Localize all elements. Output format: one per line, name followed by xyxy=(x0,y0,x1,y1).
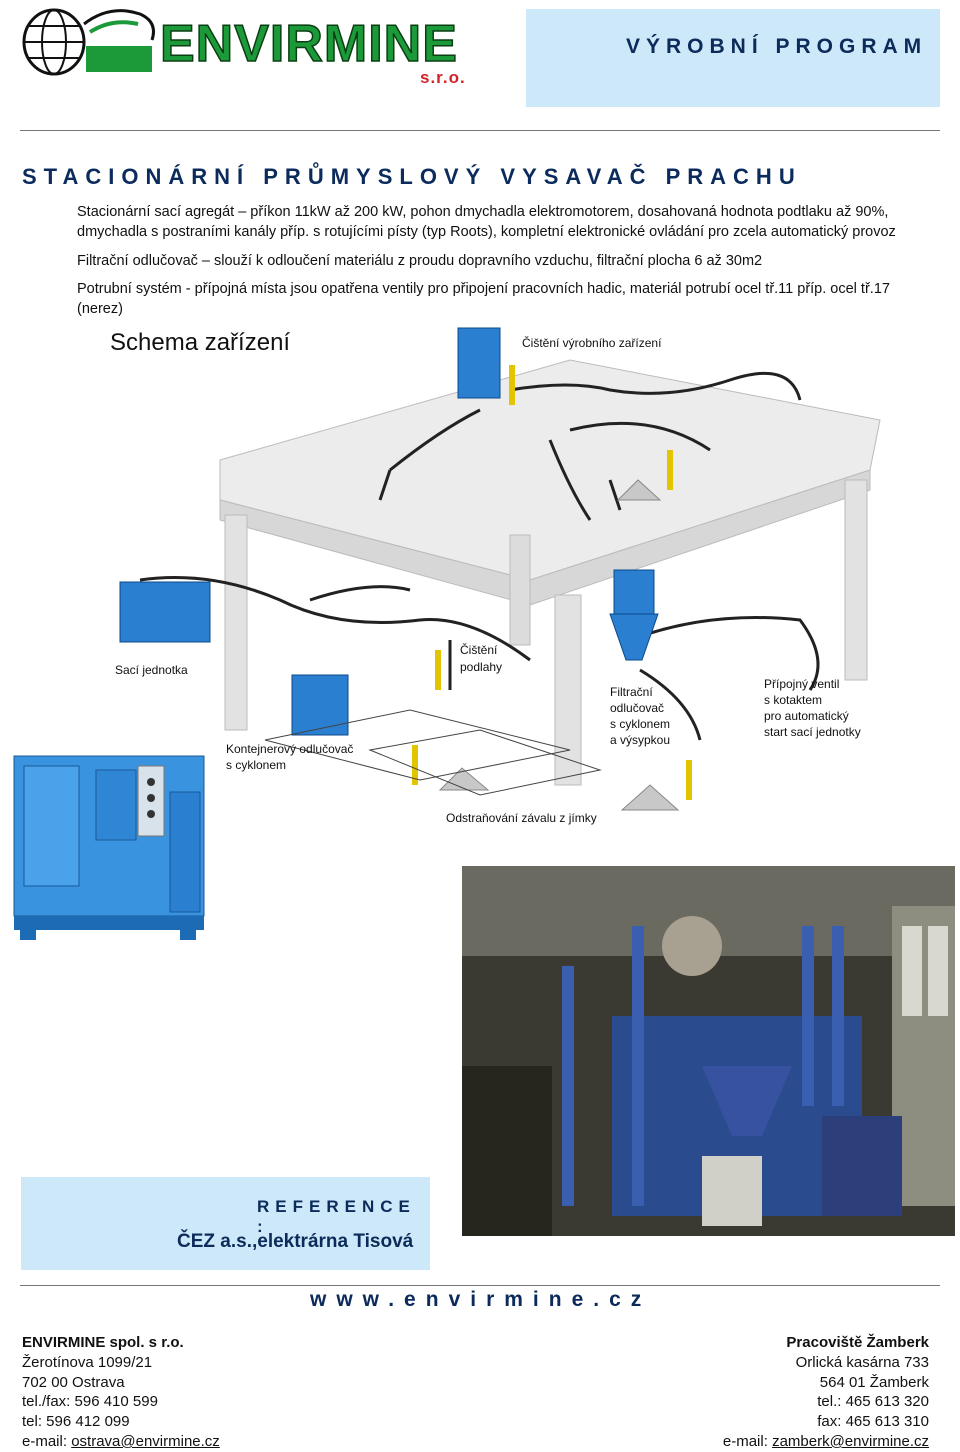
footer-company: ENVIRMINE spol. s r.o. xyxy=(22,1334,184,1351)
reference-value: ČEZ a.s.,elektrárna Tisová xyxy=(177,1231,414,1252)
footer-fax-right: fax: 465 613 310 xyxy=(817,1413,929,1431)
suction-unit-photo xyxy=(10,752,210,942)
schematic-drawing: Schema zařízení Čištění výrobního zaříze… xyxy=(110,327,881,825)
footer-tel-right: tel.: 465 613 320 xyxy=(817,1393,929,1411)
footer-city: 702 00 Ostrava xyxy=(22,1373,125,1391)
footer-city-right: 564 01 Žamberk xyxy=(819,1373,929,1391)
svg-text:s cyklonem: s cyklonem xyxy=(226,758,286,772)
footer-tel: tel: 596 412 099 xyxy=(22,1413,130,1431)
footer-zamberk: Pracoviště Žamberk Orlická kasárna 733 5… xyxy=(723,1333,929,1452)
system-schematic: Schema zařízení Čištění výrobního zaříze… xyxy=(10,320,950,840)
logo-wordmark: ENVIRMINE xyxy=(159,15,458,73)
footer-email-label-right: e-mail: xyxy=(722,1432,773,1450)
footer-street: Žerotínova 1099/21 xyxy=(22,1353,153,1371)
footer-email-ostrava[interactable]: ostrava@envirmine.cz xyxy=(71,1432,220,1450)
footer-email-label: e-mail: xyxy=(22,1432,72,1450)
machine-illustration xyxy=(13,755,205,940)
svg-text:s kotaktem: s kotaktem xyxy=(764,693,822,707)
reference-label: REFERENCE : xyxy=(257,1197,416,1236)
globe-logo-icon xyxy=(22,8,155,76)
installation-photo xyxy=(462,866,955,1236)
svg-text:podlahy: podlahy xyxy=(460,660,502,674)
svg-text:Kontejnerový odlučovač: Kontejnerový odlučovač xyxy=(226,742,353,756)
svg-text:a výsypkou: a výsypkou xyxy=(610,733,670,747)
company-logo: ENVIRMINE s.r.o. xyxy=(20,4,490,87)
schema-title: Schema zařízení xyxy=(110,329,290,356)
logo-sro: s.r.o. xyxy=(420,68,466,87)
website-link[interactable]: www.envirmine.cz xyxy=(310,1288,652,1311)
svg-text:Filtrační: Filtrační xyxy=(610,685,653,699)
program-banner: VÝROBNÍ PROGRAM xyxy=(526,9,940,107)
paragraph-piping: Potrubní systém - přípojná místa jsou op… xyxy=(77,281,890,317)
header-divider xyxy=(20,130,940,131)
plant-illustration xyxy=(462,866,955,1236)
paragraph-filter: Filtrační odlučovač – slouží k odloučení… xyxy=(77,253,763,269)
program-label: VÝROBNÍ PROGRAM xyxy=(626,35,928,58)
svg-text:s cyklonem: s cyklonem xyxy=(610,717,670,731)
svg-text:Odstraňování závalu z jímky: Odstraňování závalu z jímky xyxy=(446,811,597,825)
footer-street-right: Orlická kasárna 733 xyxy=(795,1353,929,1371)
footer-email-zamberk[interactable]: zamberk@envirmine.cz xyxy=(772,1432,929,1450)
svg-text:pro automatický: pro automatický xyxy=(764,709,849,723)
svg-text:Přípojný ventil: Přípojný ventil xyxy=(764,677,839,691)
footer-workplace: Pracoviště Žamberk xyxy=(786,1334,929,1351)
svg-text:odlučovač: odlučovač xyxy=(610,701,664,715)
svg-text:Čištění: Čištění xyxy=(460,642,498,657)
svg-text:Sací jednotka: Sací jednotka xyxy=(115,663,188,677)
svg-text:Čištění výrobního zařízení: Čištění výrobního zařízení xyxy=(522,335,662,350)
footer-divider xyxy=(20,1285,940,1286)
page-title: STACIONÁRNÍ PRŮMYSLOVÝ VYSAVAČ PRACHU xyxy=(22,164,802,189)
footer-telfax: tel./fax: 596 410 599 xyxy=(22,1393,158,1411)
paragraph-suction-unit: Stacionární sací agregát – příkon 11kW a… xyxy=(77,204,896,240)
svg-text:start sací jednotky: start sací jednotky xyxy=(764,725,861,739)
reference-box: REFERENCE : ČEZ a.s.,elektrárna Tisová xyxy=(21,1177,430,1270)
footer-ostrava: ENVIRMINE spol. s r.o. Žerotínova 1099/2… xyxy=(22,1333,220,1452)
